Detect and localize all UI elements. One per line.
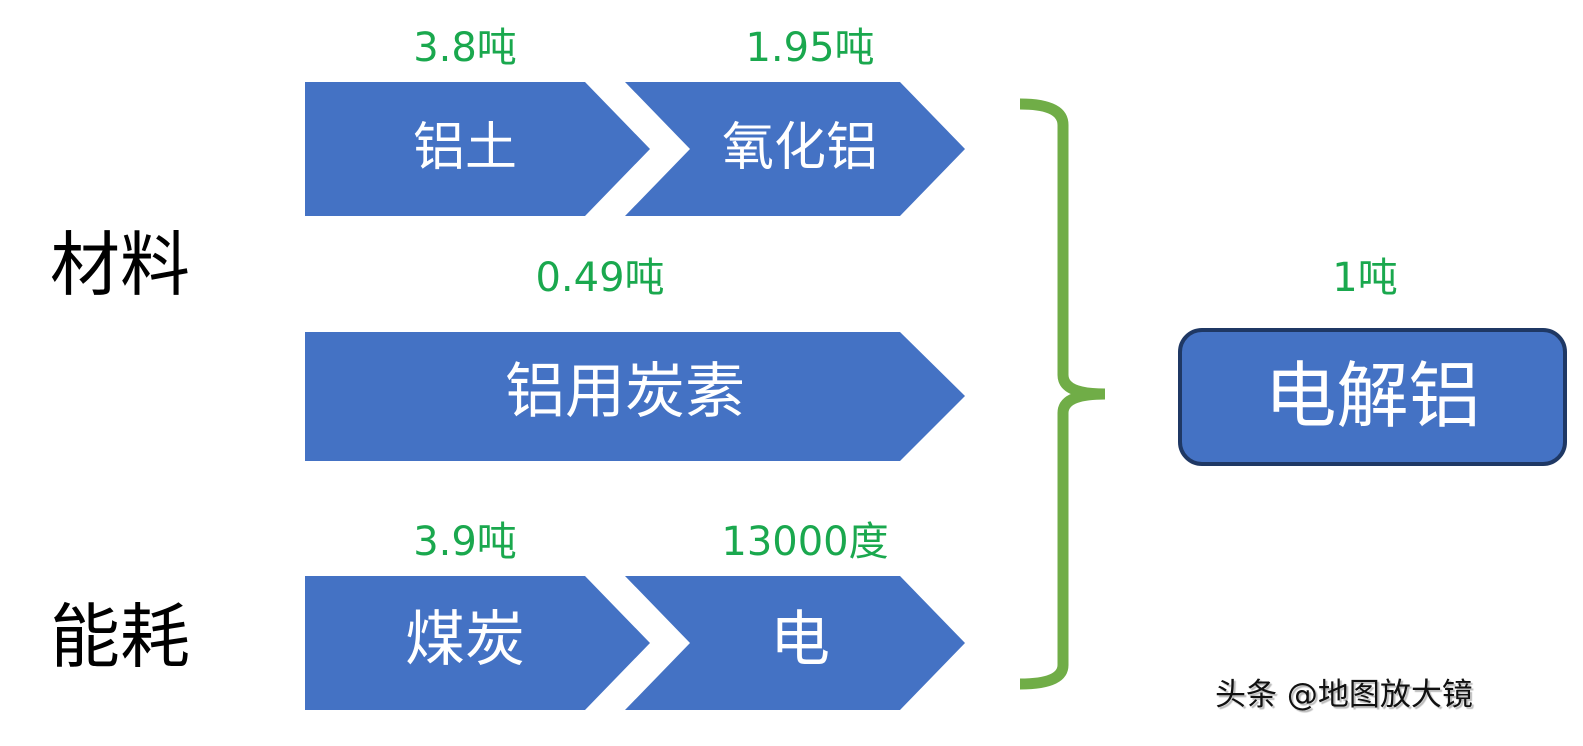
qty-electricity: 13000度 [721,519,889,565]
chevron-alumina [625,82,965,216]
category-energy: 能耗 [50,596,190,678]
qty-alumina: 1.95吨 [745,25,875,71]
qty-carbon: 0.49吨 [535,255,665,301]
chevron-electricity [625,576,965,710]
label-carbon: 铝用炭素 [505,357,745,427]
chevron-bauxite [305,82,650,216]
label-output: 电解铝 [1264,354,1481,438]
qty-output: 1吨 [1332,255,1398,301]
chevron-coal [305,576,650,710]
qty-bauxite: 3.8吨 [413,25,517,71]
label-coal: 煤炭 [405,605,525,675]
category-materials: 材料 [50,224,190,306]
qty-coal: 3.9吨 [413,519,517,565]
label-bauxite: 铝土 [412,118,517,178]
brace [1019,98,1106,690]
label-electricity: 电 [770,605,830,675]
output-box [1178,328,1567,466]
label-alumina: 氧化铝 [721,118,878,178]
chevron-carbon [305,332,965,461]
watermark: 头条 @地图放大镜 [1215,677,1473,713]
